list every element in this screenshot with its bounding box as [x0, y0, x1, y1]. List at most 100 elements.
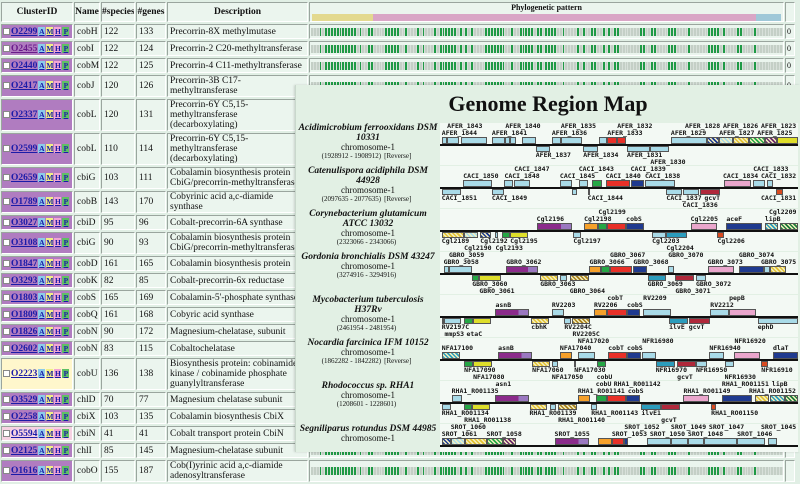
gene-label[interactable]: NFR16980 — [642, 337, 674, 345]
gene-label[interactable]: GBRO_3073 — [707, 258, 743, 266]
gene-label[interactable]: SROT_1052 — [624, 423, 660, 431]
gene-label[interactable]: CACI_1851 — [441, 194, 478, 202]
gene-label[interactable]: SROT_1053 — [611, 430, 648, 438]
gene-box[interactable] — [505, 137, 510, 144]
cluster-link[interactable]: O1809 — [11, 309, 38, 320]
row-checkbox[interactable] — [3, 174, 10, 182]
link-button-p[interactable]: P — [62, 428, 70, 438]
gene-label[interactable]: Cgl2189 — [441, 237, 470, 245]
link-button-a[interactable]: A — [38, 110, 46, 119]
cluster-link[interactable]: O2455 — [11, 43, 38, 54]
gene-box[interactable] — [764, 137, 777, 144]
gene-label[interactable]: RHA1_RO01138 — [464, 416, 512, 424]
column-header-name[interactable]: Name — [74, 2, 100, 22]
gene-label[interactable]: CACI_1847 — [514, 165, 550, 173]
gene-label[interactable]: AFER_1827 — [719, 129, 755, 137]
link-button-a[interactable]: A — [38, 343, 46, 353]
link-button-a[interactable]: A — [38, 326, 46, 336]
link-button-p[interactable]: P — [62, 43, 70, 53]
gene-label[interactable]: GBRO_3060 — [472, 280, 508, 288]
cluster-link[interactable]: O3108 — [11, 238, 38, 248]
gene-label[interactable]: NFR16920 — [734, 337, 766, 345]
link-button-p[interactable]: P — [62, 309, 70, 319]
gene-label[interactable]: GBRO_3062 — [506, 258, 542, 266]
gene-box[interactable] — [770, 266, 787, 273]
link-button-a[interactable]: A — [38, 217, 46, 227]
gene-box[interactable] — [554, 438, 589, 445]
gene-box[interactable] — [607, 309, 628, 316]
gene-box[interactable] — [501, 232, 510, 238]
gene-box[interactable] — [495, 395, 529, 402]
gene-label[interactable]: cbhK — [531, 323, 547, 331]
gene-box[interactable] — [529, 404, 548, 410]
link-button-m[interactable]: M — [46, 343, 54, 353]
row-checkbox[interactable] — [3, 276, 10, 284]
gene-box[interactable] — [723, 180, 751, 187]
gene-box[interactable] — [772, 352, 798, 359]
gene-box[interactable] — [738, 266, 764, 273]
link-button-a[interactable]: A — [38, 369, 46, 378]
link-button-m[interactable]: M — [46, 445, 54, 455]
gene-label[interactable]: CACI_1833 — [753, 165, 789, 173]
gene-box[interactable] — [472, 275, 480, 281]
link-button-a[interactable]: A — [38, 26, 46, 36]
link-button-h[interactable]: H — [54, 258, 62, 268]
gene-label[interactable]: NFA17060 — [532, 366, 564, 374]
gene-box[interactable] — [610, 266, 633, 273]
gene-label[interactable]: GBRO_3058 — [443, 258, 479, 266]
gene-label[interactable]: RV2204C — [564, 323, 592, 331]
gene-label[interactable]: NFA17090 — [464, 366, 496, 374]
gene-box[interactable] — [502, 438, 517, 445]
gene-box[interactable] — [710, 309, 730, 316]
link-button-h[interactable]: H — [54, 343, 62, 353]
gene-box[interactable] — [611, 438, 625, 445]
link-button-a[interactable]: A — [38, 466, 46, 475]
row-checkbox[interactable] — [3, 61, 10, 69]
gene-box[interactable] — [522, 137, 536, 144]
link-button-a[interactable]: A — [38, 411, 46, 421]
row-checkbox[interactable] — [3, 218, 10, 226]
row-checkbox[interactable] — [3, 327, 10, 335]
link-button-m[interactable]: M — [46, 275, 54, 285]
gene-box[interactable] — [551, 309, 565, 316]
link-button-p[interactable]: P — [62, 238, 70, 247]
gene-box[interactable] — [661, 404, 680, 410]
cluster-link[interactable]: O1616 — [11, 466, 38, 476]
gene-label[interactable]: asnB — [495, 301, 512, 309]
cluster-link[interactable]: O2223 — [11, 369, 38, 379]
row-checkbox[interactable] — [3, 259, 10, 267]
link-button-a[interactable]: A — [38, 238, 46, 247]
link-button-p[interactable]: P — [62, 326, 70, 336]
row-checkbox[interactable] — [3, 412, 10, 420]
gene-label[interactable]: AFER_1832 — [617, 122, 653, 130]
row-checkbox[interactable] — [3, 239, 10, 247]
gene-box[interactable] — [607, 223, 627, 230]
gene-box[interactable] — [441, 352, 460, 359]
gene-label[interactable]: cobS — [626, 215, 642, 223]
gene-box[interactable] — [700, 189, 721, 195]
gene-box[interactable] — [495, 309, 530, 316]
gene-label[interactable]: CACI_1848 — [504, 172, 540, 180]
gene-box[interactable] — [441, 232, 465, 238]
gene-label[interactable]: RHA1_RO01134 — [441, 409, 489, 417]
gene-label[interactable]: SROT_1050 — [649, 430, 686, 438]
gene-label[interactable]: RHA1_RO01149 — [683, 387, 731, 395]
gene-box[interactable] — [578, 180, 588, 187]
gene-box[interactable] — [626, 223, 645, 230]
gene-label[interactable]: NFR16930 — [724, 373, 756, 381]
gene-label[interactable]: GBRO_3059 — [448, 251, 485, 259]
gene-box[interactable] — [605, 180, 630, 187]
gene-box[interactable] — [650, 146, 670, 152]
gene-box[interactable] — [463, 180, 492, 187]
gene-label[interactable]: lipB — [771, 380, 788, 388]
gene-label[interactable]: cobU — [595, 380, 612, 388]
gene-box[interactable] — [633, 266, 647, 273]
gene-box[interactable] — [687, 438, 705, 445]
gene-label[interactable]: CACI_1849 — [491, 194, 528, 202]
gene-box[interactable] — [608, 352, 628, 359]
gene-box[interactable] — [753, 180, 765, 187]
gene-box[interactable] — [630, 180, 645, 187]
gene-label[interactable]: CACI_1843 — [578, 165, 614, 173]
link-button-a[interactable]: A — [38, 81, 46, 90]
gene-label[interactable]: GBRO_3074 — [738, 251, 775, 259]
